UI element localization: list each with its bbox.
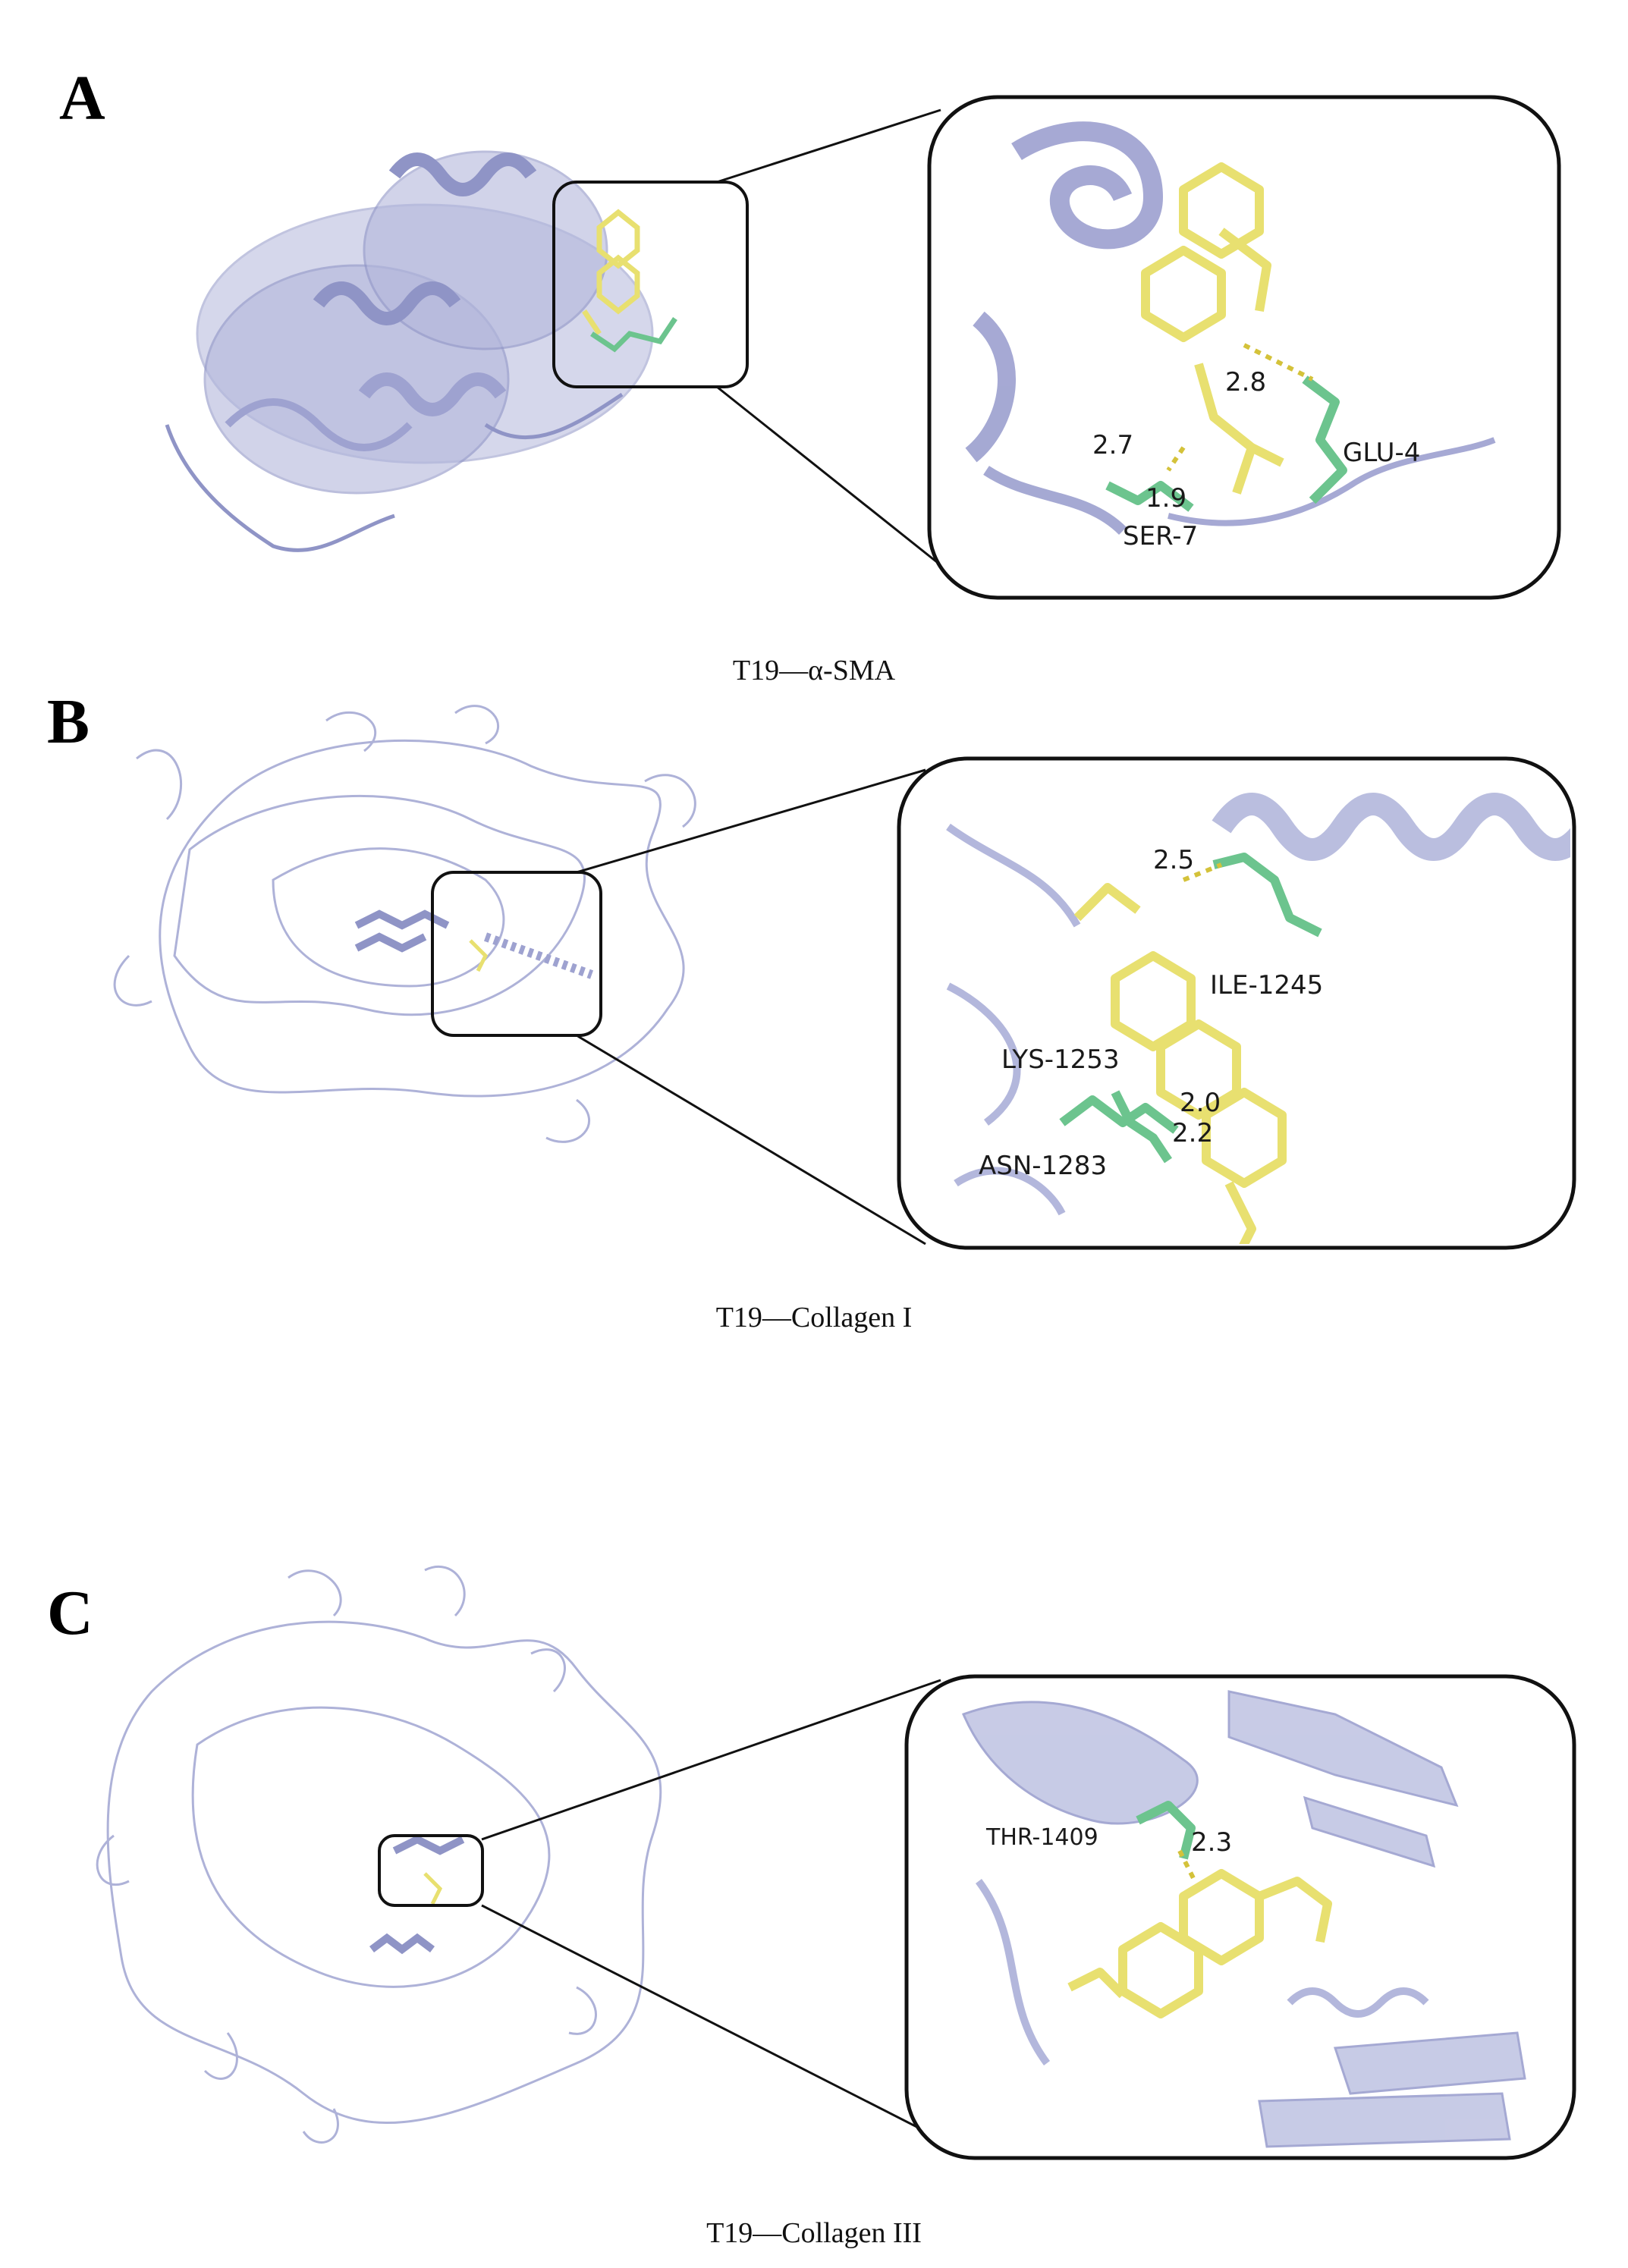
panel-b-distance-2: 2.0 xyxy=(1180,1088,1221,1118)
panel-a-zoom-box xyxy=(552,181,749,388)
panel-a-residue-ser: SER-7 xyxy=(1123,521,1198,551)
panel-b-residue-asn: ASN-1283 xyxy=(979,1151,1107,1181)
panel-b-residue-lys: LYS-1253 xyxy=(1001,1044,1120,1075)
panel-a-protein-overview xyxy=(165,150,654,552)
panel-a-distance-1: 2.8 xyxy=(1225,367,1266,397)
panel-letter-a: A xyxy=(59,63,105,134)
panel-c-distance-1: 2.3 xyxy=(1191,1827,1232,1858)
panel-c-protein-overview xyxy=(96,1565,662,2144)
panel-letter-b: B xyxy=(47,686,90,757)
panel-a-residue-glu: GLU-4 xyxy=(1343,438,1420,468)
panel-c-caption: T19—Collagen III xyxy=(706,2217,922,2249)
panel-a-distance-2: 2.7 xyxy=(1092,430,1133,460)
panel-c-residue-thr: THR-1409 xyxy=(985,1824,1098,1851)
panel-b-protein-overview xyxy=(113,705,696,1143)
panel-letter-c: C xyxy=(47,1578,93,1648)
panel-a-distance-3: 1.9 xyxy=(1146,483,1186,514)
panel-b-inset: 2.5 2.0 2.2 ILE-1245 LYS-1253 ASN-1283 xyxy=(897,756,1576,1250)
panel-b-caption: T19—Collagen I xyxy=(715,1302,913,1333)
panel-b-distance-3: 2.2 xyxy=(1172,1118,1213,1148)
panel-a-ligand-overview xyxy=(582,209,640,335)
panel-c-inset: 2.3 THR-1409 xyxy=(904,1674,1576,2160)
panel-b-figure: 2.5 2.0 2.2 ILE-1245 LYS-1253 ASN-1283 xyxy=(113,705,1576,1250)
panel-b-zoom-box xyxy=(431,871,602,1037)
panel-b-distance-1: 2.5 xyxy=(1153,845,1194,875)
panel-a-inset: 2.8 2.7 1.9 GLU-4 SER-7 xyxy=(927,95,1561,600)
panel-b-residue-ile: ILE-1245 xyxy=(1210,970,1323,1000)
panel-a-residue-overview xyxy=(590,317,677,353)
panel-a-figure: 2.8 2.7 1.9 GLU-4 SER-7 xyxy=(165,95,1561,600)
panel-a-caption: T19—α-SMA xyxy=(732,655,896,686)
panel-c-zoom-box xyxy=(378,1834,484,1907)
